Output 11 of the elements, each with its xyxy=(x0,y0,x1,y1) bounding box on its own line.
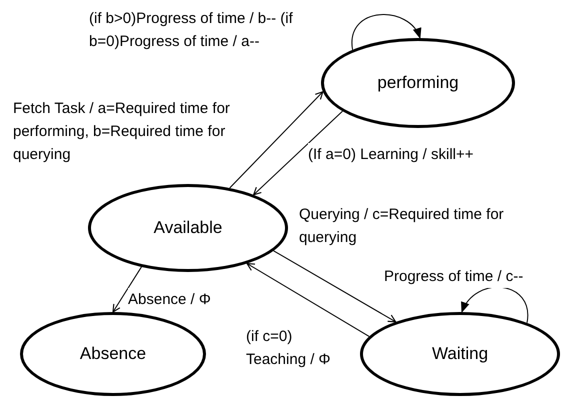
state-name: Available xyxy=(154,217,222,240)
arrow xyxy=(229,91,324,188)
self-loop-arrow xyxy=(461,286,528,324)
state-name: performing xyxy=(377,72,459,94)
arrow xyxy=(246,263,370,337)
self-loop-arrow xyxy=(352,14,420,50)
state-name: Absence xyxy=(80,343,146,366)
state-name: Waiting xyxy=(432,343,488,366)
arrow xyxy=(273,250,396,322)
arrow xyxy=(253,110,343,196)
arrow xyxy=(112,266,142,313)
